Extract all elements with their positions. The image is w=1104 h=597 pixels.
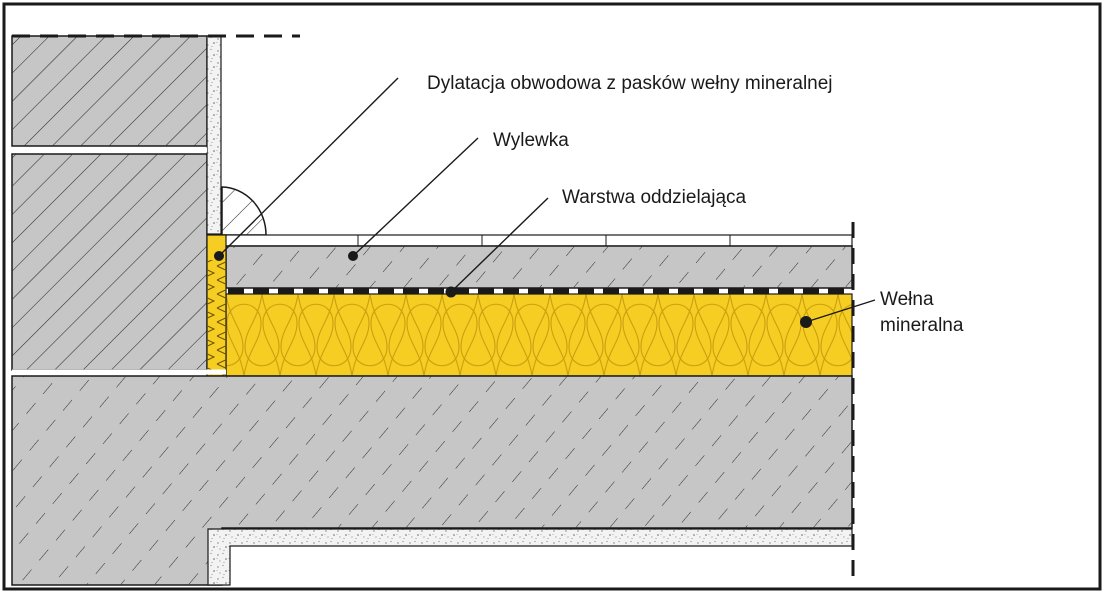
wool-fiber-loop bbox=[712, 294, 748, 367]
wool-fiber-loop bbox=[226, 303, 262, 376]
wool-fiber-loop bbox=[622, 303, 658, 376]
label-screed: Wylewka bbox=[493, 130, 569, 151]
wool-fiber-loop bbox=[604, 294, 640, 367]
label-separating-layer: Warstwa oddzielająca bbox=[562, 187, 747, 208]
wool-fiber-loop bbox=[352, 294, 388, 367]
wool-fiber-loop bbox=[820, 294, 852, 367]
wool-fiber-loop bbox=[370, 303, 406, 376]
wool-fiber-loop bbox=[568, 294, 604, 367]
wool-fiber-loop bbox=[838, 304, 852, 362]
leader-dilatation bbox=[214, 77, 399, 261]
wool-fiber-loop bbox=[694, 303, 730, 376]
label-dilatation: Dylatacja obwodowa z pasków wełny minera… bbox=[427, 73, 833, 94]
perimeter-dilatation-strip bbox=[206, 234, 227, 377]
wool-fiber-loop bbox=[748, 294, 784, 367]
wool-fiber-loop bbox=[640, 294, 676, 367]
wool-fiber-loop bbox=[316, 294, 352, 367]
wool-fiber-loop bbox=[802, 303, 838, 376]
wool-fiber-loop bbox=[658, 303, 694, 376]
floor-finish-layer bbox=[221, 234, 853, 247]
wool-fiber-loop bbox=[766, 303, 802, 376]
wool-fiber-loop bbox=[280, 294, 316, 367]
wool-fiber-loop bbox=[496, 294, 532, 367]
wall-plaster bbox=[206, 35, 222, 235]
label-mineral-wool-line1: Wełna bbox=[880, 289, 934, 310]
wool-fiber-loop bbox=[730, 303, 766, 376]
leader-screed bbox=[348, 137, 479, 261]
wool-fiber-loop bbox=[460, 294, 496, 367]
wool-fiber-loop bbox=[550, 303, 586, 376]
screed-layer bbox=[225, 245, 853, 289]
leader-mineral-wool bbox=[800, 299, 876, 328]
mineral-wool-layer bbox=[225, 293, 853, 377]
wool-fiber-loop bbox=[478, 303, 514, 376]
wool-fiber-loop bbox=[532, 294, 568, 367]
ceiling-plaster bbox=[207, 528, 853, 586]
wool-fiber-loop bbox=[514, 303, 550, 376]
wool-fiber-loop bbox=[442, 303, 478, 376]
label-mineral-wool-line2: mineralna bbox=[880, 315, 964, 336]
wool-fiber-loop bbox=[244, 294, 280, 367]
wall-block-upper bbox=[11, 35, 208, 147]
wool-fiber-loop bbox=[226, 294, 244, 367]
wool-fiber-loop bbox=[388, 294, 424, 367]
wool-fiber-loop bbox=[406, 303, 442, 376]
wall-block-lower bbox=[11, 153, 208, 371]
wool-fiber-loop bbox=[676, 294, 712, 367]
wool-fiber-loop bbox=[262, 303, 298, 376]
wool-fiber-loop bbox=[784, 294, 820, 367]
leader-separating-layer bbox=[445, 197, 549, 298]
wool-fiber-loop bbox=[424, 294, 460, 367]
wool-fiber-loop bbox=[334, 303, 370, 376]
wool-fiber-loop bbox=[586, 303, 622, 376]
wool-fiber-loop bbox=[298, 303, 334, 376]
